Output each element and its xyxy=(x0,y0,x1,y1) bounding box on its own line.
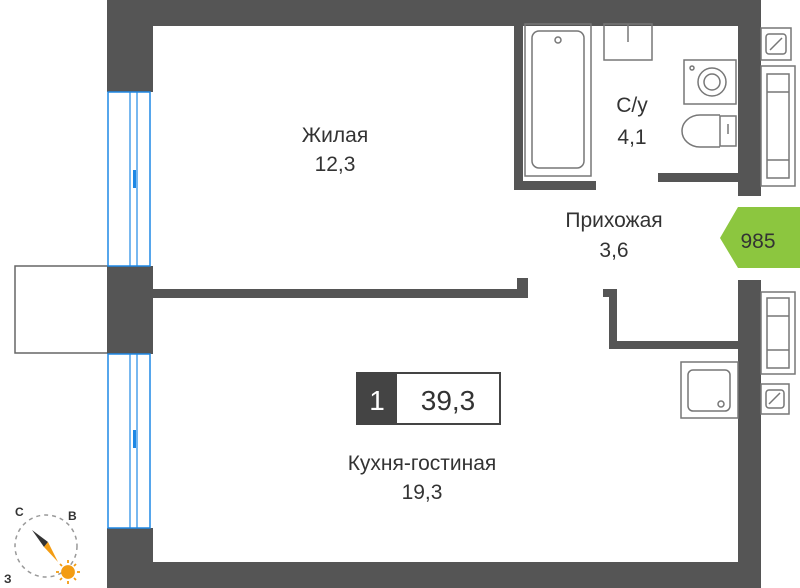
outer-walls xyxy=(107,0,761,588)
toilet-icon xyxy=(681,114,737,148)
room-kitchen-name: Кухня-гостиная xyxy=(348,452,497,475)
total-area: 39,3 xyxy=(421,385,476,416)
compass-east-label: В xyxy=(68,509,77,523)
bathtub-icon xyxy=(524,23,592,177)
compass-rose: С В З xyxy=(4,505,80,586)
room-bathroom-name: С/у xyxy=(616,94,648,117)
room-living-area: 12,3 xyxy=(315,153,356,176)
apartment-badge: 1 39,3 xyxy=(356,372,501,425)
window-bottom xyxy=(107,353,151,529)
ventilation-shaft-bottom xyxy=(760,291,796,415)
price-tag-value: 985 xyxy=(740,230,775,253)
room-bathroom-area: 4,1 xyxy=(617,126,646,149)
bathroom-sink-icon xyxy=(603,23,653,61)
washing-machine-icon xyxy=(683,59,737,105)
balcony xyxy=(14,265,111,354)
compass-west-label: З xyxy=(4,572,12,586)
sun-icon xyxy=(56,560,80,584)
window-top xyxy=(107,91,151,267)
compass-needle-north xyxy=(32,530,48,547)
room-kitchen: Кухня-гостиная 19,3 xyxy=(348,452,497,504)
ventilation-shaft-top xyxy=(760,27,796,187)
rooms-count: 1 xyxy=(369,385,385,416)
room-hallway: Прихожая 3,6 xyxy=(565,209,662,262)
compass-north-label: С xyxy=(15,505,24,519)
interior-walls xyxy=(150,24,761,430)
compass-needle-south xyxy=(44,542,58,562)
room-hallway-name: Прихожая xyxy=(565,209,662,232)
price-tag-shape xyxy=(720,207,800,268)
room-kitchen-area: 19,3 xyxy=(402,481,443,504)
room-living-name: Жилая xyxy=(302,124,368,147)
room-living: Жилая 12,3 xyxy=(302,124,368,176)
room-hallway-area: 3,6 xyxy=(599,239,628,262)
room-bathroom: С/у 4,1 xyxy=(616,94,648,149)
price-tag[interactable]: 985 xyxy=(720,207,800,268)
kitchen-sink-icon xyxy=(680,361,739,419)
